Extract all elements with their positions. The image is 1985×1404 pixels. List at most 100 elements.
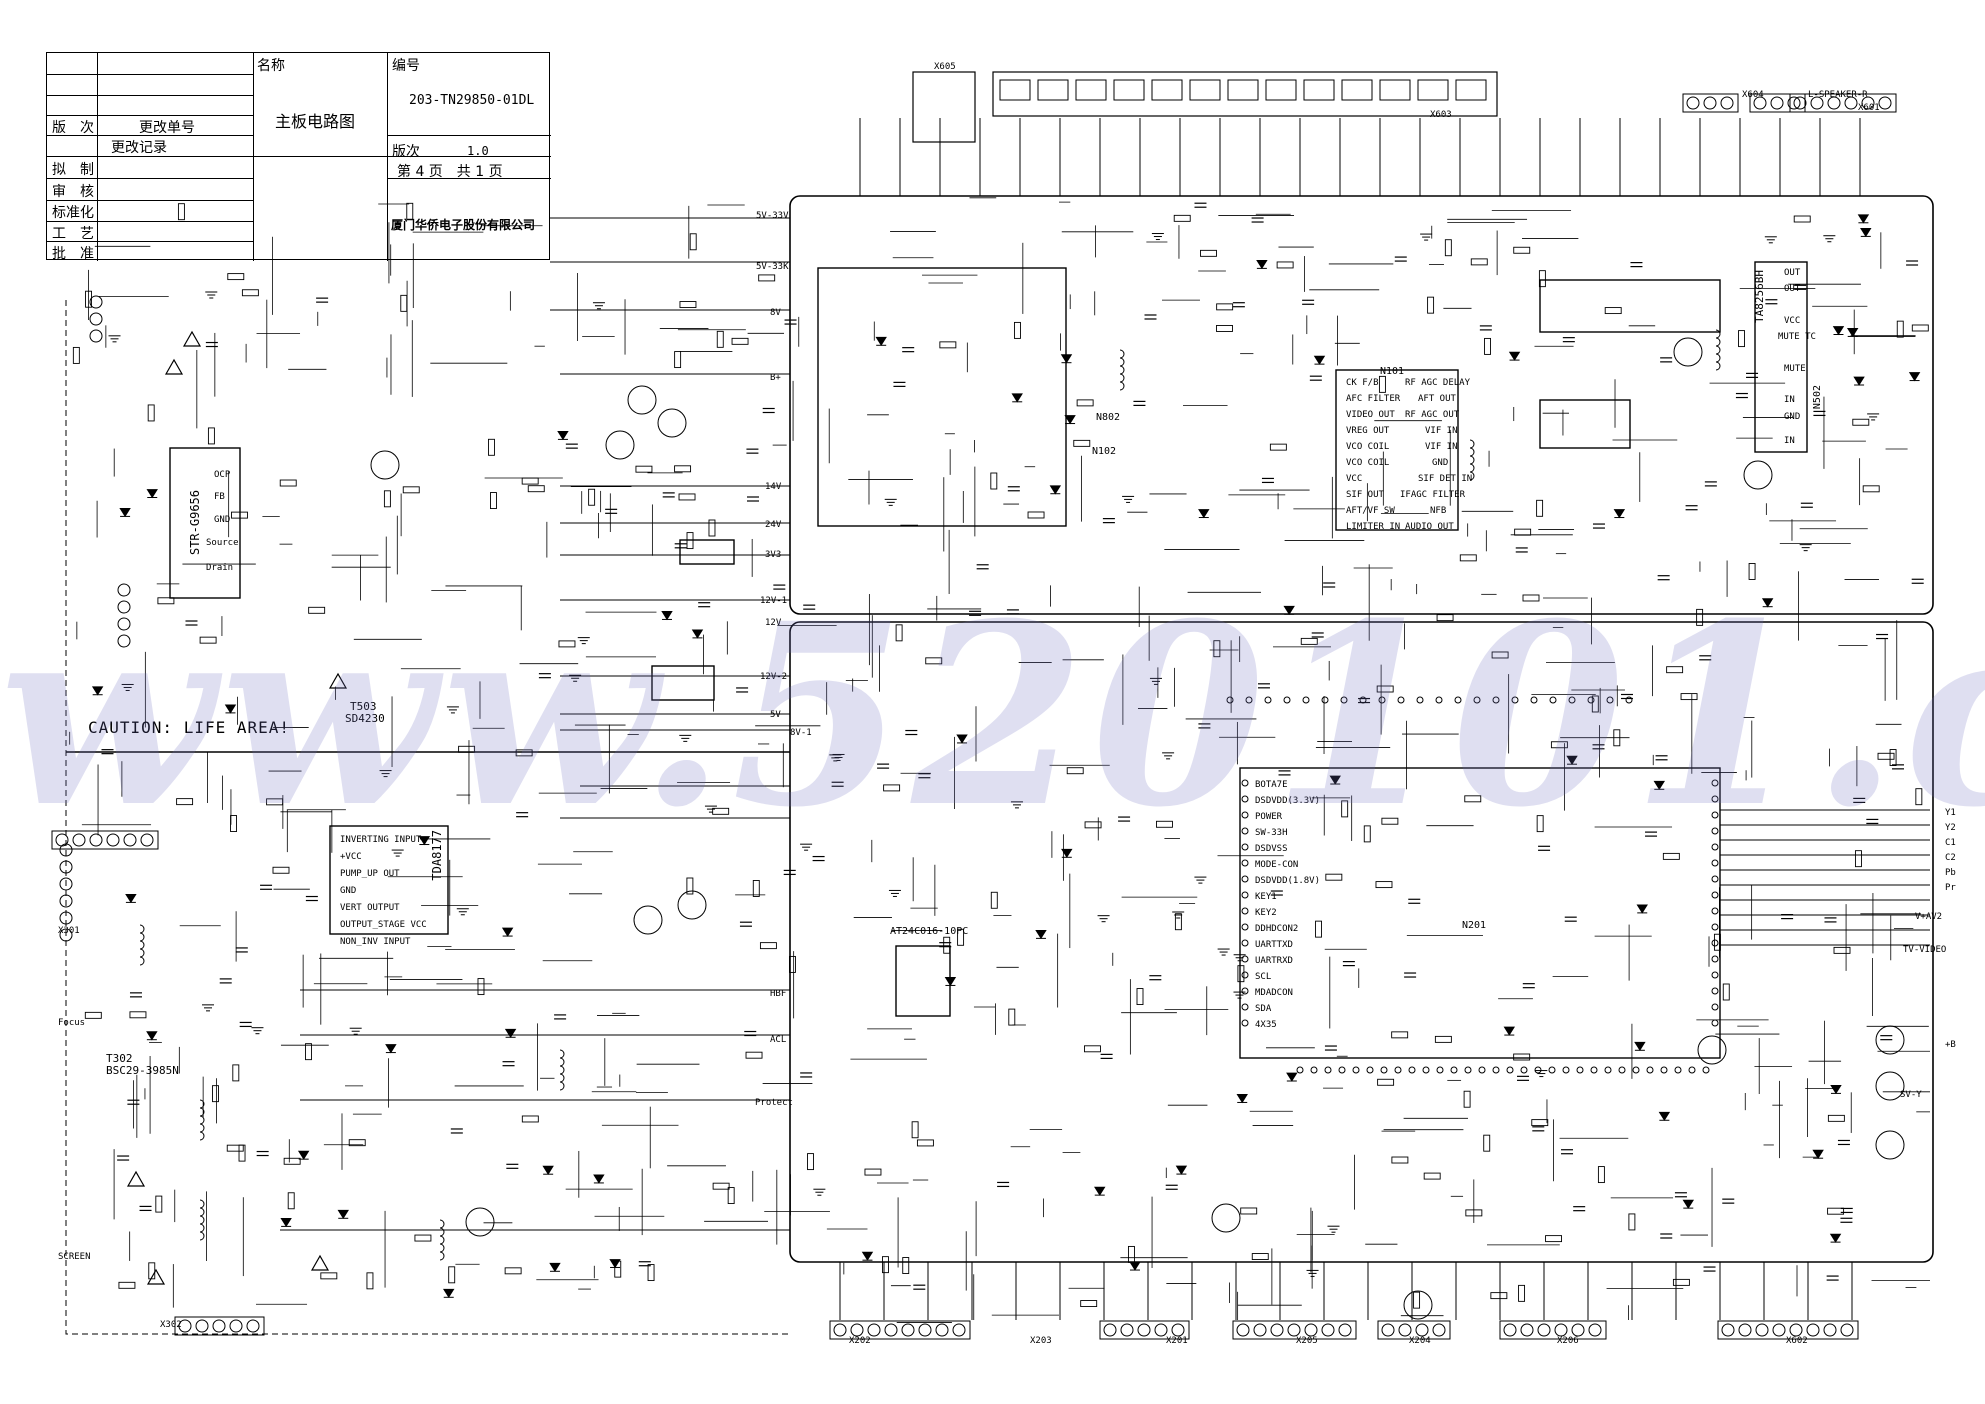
diode (1830, 1084, 1842, 1095)
resistor (1127, 1245, 1135, 1263)
cpu-pin (1711, 859, 1719, 867)
cpu-pin (1492, 1066, 1500, 1074)
coil (1119, 381, 1125, 391)
resistor (1084, 1045, 1101, 1053)
resistor (366, 1272, 374, 1290)
connector-pin (1588, 1323, 1602, 1337)
connector-body (51, 830, 159, 850)
connector-pin (1415, 1323, 1429, 1337)
tuner-box (1539, 279, 1721, 333)
resistor (1915, 788, 1923, 806)
diode (1857, 214, 1870, 224)
resistor (1597, 1166, 1605, 1184)
resistor (864, 1168, 882, 1176)
resistor (708, 519, 716, 537)
resistor (686, 877, 694, 895)
diode (1313, 355, 1326, 365)
resistor (527, 485, 545, 493)
diode (1682, 1199, 1695, 1209)
resistor (490, 492, 497, 509)
cpu-pin (1625, 696, 1633, 704)
transistor-symbol (1875, 1130, 1905, 1160)
pin-cap (1227, 79, 1259, 101)
cpu-pin (1338, 1066, 1346, 1074)
diode (1011, 393, 1023, 403)
diode (1636, 904, 1648, 914)
cpu-pin (1245, 696, 1253, 704)
diode (1761, 598, 1774, 608)
vert-pin-label: +VCC (340, 852, 362, 862)
cpu-pin (1711, 1019, 1719, 1027)
connector-pin (1827, 96, 1841, 110)
cpu-pin (1711, 1003, 1719, 1011)
amp-pin-label: GND (1784, 412, 1801, 422)
resistor (207, 427, 215, 445)
diode (609, 1259, 621, 1269)
diode (1908, 372, 1921, 382)
cpu-pin (1241, 923, 1249, 931)
diode (1853, 376, 1865, 386)
pin-cap (1341, 79, 1373, 101)
connector-pin (1793, 96, 1807, 110)
resistor (1156, 820, 1173, 828)
diode (1256, 259, 1268, 270)
main-cpu-box (1239, 767, 1721, 1059)
diode (91, 686, 104, 696)
pin-cap (1455, 79, 1487, 101)
connector-pin (1338, 1323, 1352, 1337)
vertical-ic-box (329, 825, 449, 935)
cpu-pin (1506, 1066, 1514, 1074)
resistor (1136, 988, 1144, 1006)
coil (439, 1219, 445, 1229)
cpu-pin (1241, 1019, 1249, 1027)
coil (1119, 373, 1125, 383)
row-draft: 拟 制 (52, 162, 94, 178)
cpu-pin (1576, 1066, 1584, 1074)
resistor (1014, 321, 1021, 339)
diode (146, 1031, 158, 1041)
resistor (1491, 651, 1509, 659)
connector-pin (1432, 1323, 1446, 1337)
resistor (241, 289, 259, 297)
resistor (1713, 933, 1721, 951)
diode (1508, 351, 1521, 361)
lower-board-outline (789, 621, 1934, 1263)
resistor (1276, 261, 1294, 269)
resistor (1911, 324, 1929, 332)
resistor (348, 1139, 366, 1147)
resistor (558, 640, 576, 648)
resistor (1377, 1078, 1395, 1086)
warning-icon (310, 1254, 330, 1271)
diode (542, 1165, 554, 1175)
pin-cap (1265, 79, 1297, 101)
resistor (1513, 1053, 1531, 1061)
diode (125, 893, 137, 904)
connector-pin (59, 843, 73, 857)
coil (1715, 337, 1721, 347)
rail-label: +B (1945, 1040, 1956, 1050)
resistor (689, 233, 697, 251)
resistor (712, 807, 730, 815)
connector-pin (59, 860, 73, 874)
warning-icon (328, 672, 348, 689)
rail-label: 24V (765, 520, 782, 530)
resistor (279, 479, 297, 487)
diode (593, 1174, 605, 1184)
life-area-boundary (65, 300, 790, 1335)
connector-pin (89, 312, 103, 326)
if-pin-label: VIF IN (1425, 426, 1458, 436)
connector-pin (867, 1323, 881, 1337)
resistor (1877, 752, 1895, 760)
connector-pin (1703, 96, 1717, 110)
resistor (227, 273, 245, 281)
cpu-pin (1711, 955, 1719, 963)
connector-pin (1171, 1323, 1185, 1337)
warning-icon (126, 1170, 146, 1187)
resistor (488, 438, 495, 456)
diode (557, 430, 569, 441)
connector-pin (1755, 1323, 1769, 1337)
resistor (232, 1064, 240, 1082)
connector-pin (1810, 96, 1824, 110)
version-label: 版 次 (52, 120, 94, 136)
